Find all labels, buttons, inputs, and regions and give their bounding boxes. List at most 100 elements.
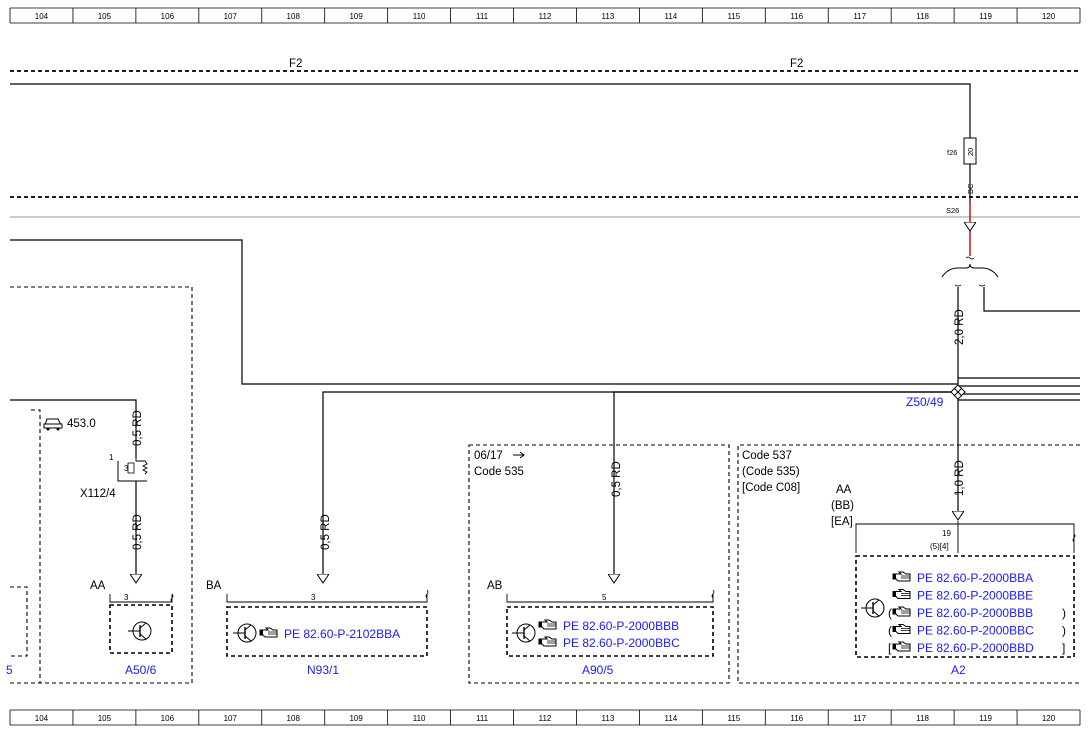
a50-group-frame [10, 286, 193, 684]
fuse-feed-wire [10, 83, 971, 138]
ruler-column-110: 110 [413, 714, 426, 723]
a90-code: Code 535 [474, 466, 524, 478]
ruler-column-114: 114 [664, 714, 677, 723]
a2-ref-prefix: ( [888, 606, 892, 620]
brace-tick-left [954, 284, 962, 287]
a2-group-frame [737, 444, 1080, 684]
a2-connector-wave [1072, 533, 1076, 543]
a90-connector-wave [711, 589, 715, 599]
component-a2[interactable]: A2 [951, 663, 966, 677]
ruler-column-111: 111 [476, 714, 489, 723]
a2-plug-label-1: AA [836, 484, 852, 496]
n93-pin: 3 [311, 593, 316, 602]
arrow-right-icon [513, 451, 525, 459]
a2-plug-label-3: [EA] [831, 516, 853, 528]
ruler-column-114: 114 [664, 12, 677, 21]
a2-code-1: Code 537 [742, 450, 792, 462]
n93-wire-label: 0,5 RD [320, 514, 332, 550]
x112-pin-1: 1 [109, 453, 114, 462]
a2-pin-top: 19 [942, 529, 951, 538]
right-branch-wire [983, 287, 1080, 312]
a2-ref-link-3[interactable]: PE 82.60-P-2000BBB [917, 606, 1033, 620]
ruler-column-107: 107 [224, 12, 238, 21]
ruler-column-104: 104 [35, 714, 49, 723]
ruler-column-113: 113 [602, 12, 615, 21]
a90-connector-line [506, 594, 714, 603]
a50-plug-label: AA [90, 580, 106, 592]
rail-label-left: F2 [289, 58, 302, 70]
left-fragment-box [10, 586, 28, 657]
component-n93-1[interactable]: N93/1 [307, 663, 339, 677]
ruler-column-117: 117 [853, 714, 866, 723]
a2-ref-suffix: ] [1062, 641, 1065, 655]
a90-ref-link-2[interactable]: PE 82.60-P-2000BBC [563, 636, 680, 650]
connector-x112-4[interactable] [117, 458, 149, 482]
ruler-column-110: 110 [413, 12, 426, 21]
left-edge-fragment[interactable]: 5 [6, 663, 13, 677]
a90-plug-label: AB [487, 580, 503, 592]
a90-wire-label: 0,5 RD [611, 461, 623, 497]
x112-wire-top-label: 0,5 RD [132, 410, 144, 446]
a90-date: 06/17 [474, 450, 503, 462]
a2-ref-link-4[interactable]: PE 82.60-P-2000BBC [917, 624, 1034, 638]
component-a90-5[interactable]: A90/5 [582, 663, 614, 677]
ground-symbol-icon [964, 222, 976, 232]
wire-left-long [10, 239, 958, 385]
a2-ref-link-1[interactable]: PE 82.60-P-2000BBA [917, 571, 1033, 585]
component-a90-5-box[interactable] [506, 606, 714, 657]
n93-connector-line [226, 594, 428, 603]
rail-label-right: F2 [790, 58, 803, 70]
component-a2-box[interactable] [855, 555, 1075, 658]
a2-code-3: [Code C08] [742, 482, 800, 494]
a50-pin: 3 [124, 593, 129, 602]
splice-label: S26 [946, 206, 959, 215]
brace-tick-right [978, 284, 986, 287]
ruler-column-106: 106 [161, 12, 175, 21]
a2-pin-bottom: (5)[4] [930, 542, 949, 551]
x112-label: X112/4 [80, 488, 116, 500]
ruler-column-108: 108 [287, 714, 301, 723]
ruler-column-116: 116 [790, 12, 803, 21]
n93-connector-wave [425, 589, 429, 599]
wire-a90 [613, 391, 958, 575]
component-a50-6-box[interactable] [109, 604, 173, 654]
ruler-column-107: 107 [224, 714, 238, 723]
wire-n93 [322, 391, 958, 575]
a2-ref-link-2[interactable]: PE 82.60-P-2000BBE [917, 589, 1033, 603]
a50-connector-wave [170, 593, 174, 603]
a90-ref-link-1[interactable]: PE 82.60-P-2000BBB [563, 619, 679, 633]
ruler-column-115: 115 [727, 714, 740, 723]
ruler-column-118: 118 [916, 12, 929, 21]
wire-x112 [10, 399, 137, 458]
component-a50-6[interactable]: A50/6 [125, 663, 157, 677]
fuse-value: 20 [966, 148, 975, 156]
ruler-column-105: 105 [98, 12, 112, 21]
junction-label[interactable]: Z50/49 [906, 395, 944, 409]
ruler-column-120: 120 [1042, 714, 1056, 723]
ruler-column-109: 109 [349, 12, 363, 21]
vehicle-model: 453.0 [67, 418, 96, 430]
a2-ref-suffix: ) [1062, 624, 1066, 638]
a90-pin: 5 [602, 593, 607, 602]
a2-ref-link-5[interactable]: PE 82.60-P-2000BBD [917, 641, 1034, 655]
ruler-column-119: 119 [979, 12, 992, 21]
ruler-column-108: 108 [287, 12, 301, 21]
a2-code-2: (Code 535) [742, 466, 800, 478]
a50-connector-line [109, 594, 173, 603]
ruler-column-116: 116 [790, 714, 803, 723]
ruler-column-120: 120 [1042, 12, 1056, 21]
n93-ref-link[interactable]: PE 82.60-P-2102BBA [284, 627, 400, 641]
ruler-column-104: 104 [35, 12, 49, 21]
car-icon [43, 418, 63, 431]
fuse-label: f26 [947, 148, 957, 157]
n93-plug-label: BA [206, 580, 222, 592]
ground-symbol-icon [317, 574, 329, 584]
ruler-column-113: 113 [602, 714, 615, 723]
ground-symbol-icon [608, 574, 620, 584]
ruler-column-109: 109 [349, 714, 363, 723]
junction-z50-49[interactable] [950, 384, 966, 400]
a90-group-frame [468, 444, 730, 684]
